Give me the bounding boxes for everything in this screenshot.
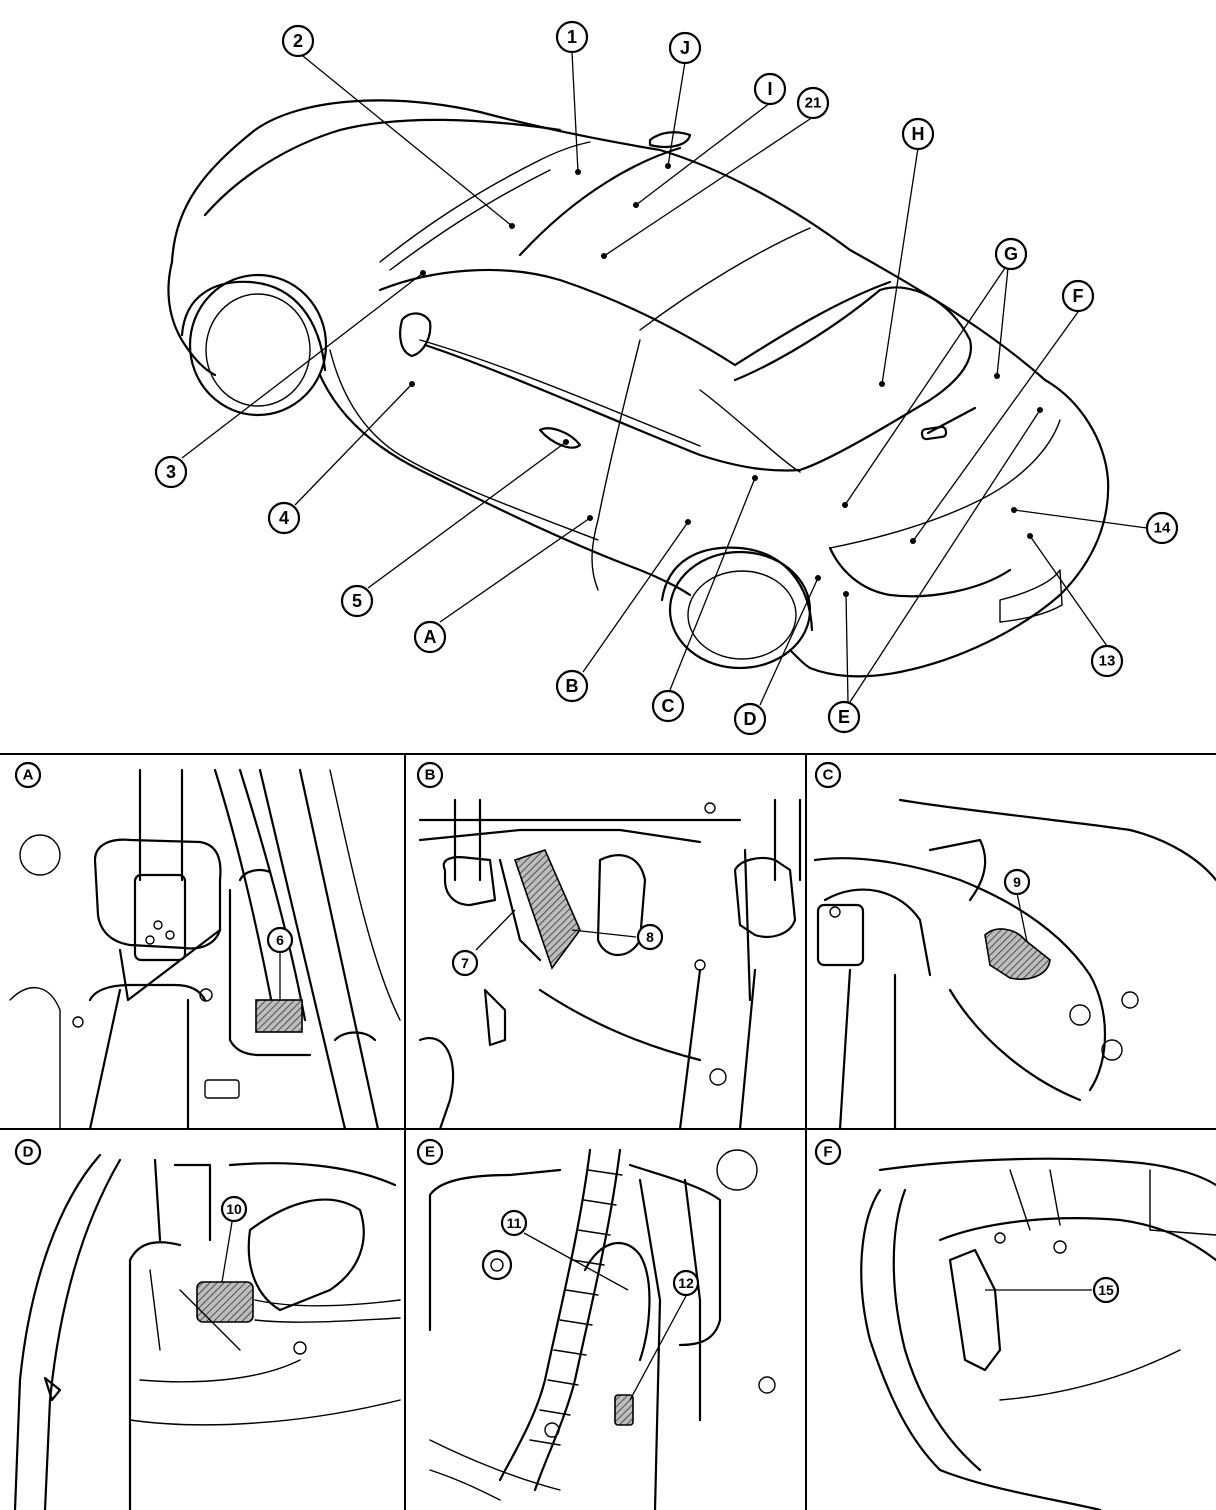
svg-text:15: 15	[1098, 1282, 1114, 1298]
svg-text:9: 9	[1013, 874, 1021, 890]
svg-text:B: B	[425, 767, 436, 784]
callout-G: G	[994, 237, 1028, 271]
callout-21: 21	[796, 86, 830, 120]
panel-E: E 11 12	[416, 1138, 776, 1510]
panel-grid	[0, 753, 1216, 1510]
svg-text:D: D	[744, 709, 757, 729]
svg-text:J: J	[680, 38, 690, 58]
callout-13: 13	[1090, 644, 1124, 678]
panel-B: B 8 7	[416, 761, 802, 1131]
svg-text:5: 5	[352, 591, 362, 611]
car-leader-lines	[181, 51, 1148, 706]
callout-C: C	[651, 689, 685, 723]
callout-B: B	[555, 669, 589, 703]
svg-text:7: 7	[461, 955, 469, 971]
svg-text:21: 21	[805, 95, 822, 112]
callout-5: 5	[340, 584, 374, 618]
svg-text:4: 4	[279, 508, 289, 528]
svg-text:10: 10	[226, 1201, 242, 1217]
svg-text:12: 12	[678, 1275, 694, 1291]
callout-1: 1	[555, 20, 589, 54]
panel-F: F 15	[814, 1138, 1216, 1510]
callout-I: I	[753, 72, 787, 106]
callout-H: H	[901, 117, 935, 151]
svg-text:I: I	[767, 79, 772, 99]
car-overview-drawing	[167, 99, 1110, 678]
callout-E: E	[827, 700, 861, 734]
callout-J: J	[668, 31, 702, 65]
svg-text:2: 2	[293, 31, 303, 51]
callout-4: 4	[267, 501, 301, 535]
svg-text:C: C	[662, 696, 675, 716]
svg-text:3: 3	[166, 462, 176, 482]
callout-A: A	[413, 620, 447, 654]
svg-text:H: H	[912, 124, 925, 144]
svg-text:11: 11	[507, 1215, 522, 1231]
callout-14: 14	[1145, 511, 1179, 545]
callout-2: 2	[281, 24, 315, 58]
callout-F: F	[1061, 279, 1095, 313]
svg-text:E: E	[838, 707, 850, 727]
svg-text:E: E	[425, 1144, 435, 1161]
callout-3: 3	[154, 455, 188, 489]
svg-text:13: 13	[1099, 653, 1116, 670]
panel-A: A 6	[9, 761, 401, 1131]
callout-D: D	[733, 702, 767, 736]
svg-text:G: G	[1004, 244, 1018, 264]
svg-text:B: B	[566, 676, 579, 696]
panel-C: C 9	[813, 761, 1216, 1131]
svg-text:14: 14	[1154, 520, 1171, 537]
svg-text:A: A	[23, 767, 34, 784]
svg-text:F: F	[823, 1144, 832, 1161]
svg-text:C: C	[823, 767, 834, 784]
panel-D: D 10	[13, 1138, 401, 1510]
svg-text:F: F	[1073, 286, 1084, 306]
svg-text:A: A	[424, 627, 437, 647]
svg-text:6: 6	[276, 932, 284, 948]
svg-text:D: D	[23, 1144, 34, 1161]
svg-text:8: 8	[646, 929, 654, 945]
svg-text:1: 1	[567, 27, 577, 47]
